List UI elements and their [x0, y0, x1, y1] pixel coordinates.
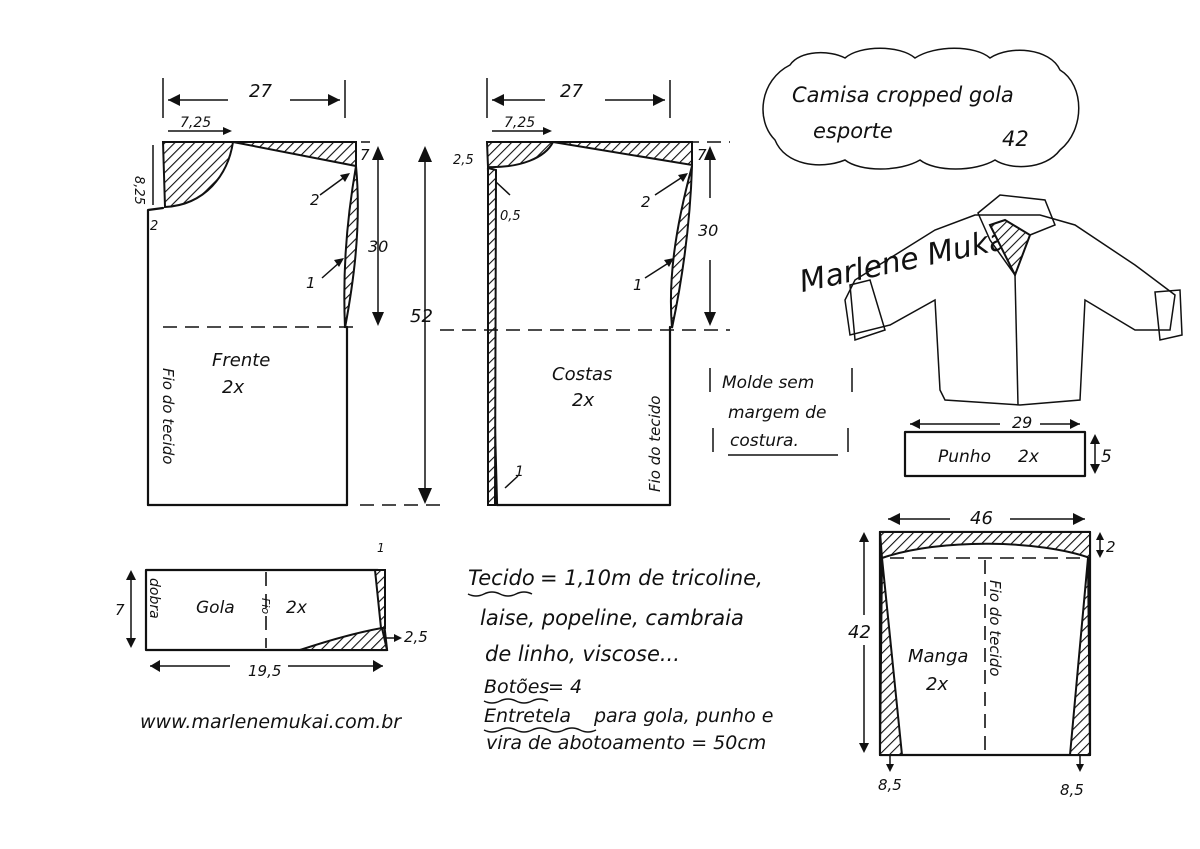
back-pattern-piece: 27 7,25 2,5 0,5 7 2 1 1 30 Costas 2x Fio… [440, 78, 730, 507]
sleeve-cap-height-label: 2 [1106, 538, 1116, 556]
front-pattern-piece: 27 7,25 8,25 2 7 2 1 30 52 Frente 2x Fio… [131, 78, 440, 507]
sleeve-hem-left-label: 8,5 [878, 776, 902, 794]
back-piece-count: 2x [572, 390, 594, 411]
fabric-line2: laise, popeline, cambraia [480, 606, 744, 630]
front-grain-label: Fio do tecido [159, 368, 177, 464]
front-neck-width-label: 7,25 [180, 115, 211, 131]
front-neck-depth-label: 8,25 [131, 176, 146, 205]
back-hem-mark-label: 1 [515, 464, 524, 480]
cuff-height-label: 5 [1101, 447, 1112, 467]
front-dart-mark-label: 1 [306, 274, 316, 292]
sleeve-length-label: 42 [848, 622, 871, 643]
front-piece-name: Frente [212, 350, 270, 371]
back-neck-depth-label: 2,5 [453, 153, 474, 168]
fabric-line1: = 1,10m de tricoline, [540, 566, 763, 590]
garment-sketch [844, 194, 1183, 406]
front-width-label: 27 [249, 81, 272, 102]
fabric-label: Tecido [468, 566, 535, 590]
cuff-pattern-piece: 29 5 Punho 2x [903, 413, 1112, 478]
sleeve-pattern-piece: 46 2 42 Manga 2x Fio do tecido 8,5 8,5 [848, 508, 1116, 799]
back-shoulder-mark-label: 2 [641, 193, 651, 211]
sleeve-piece-count: 2x [926, 674, 948, 695]
sleeve-grain-label: Fio do tecido [986, 580, 1004, 676]
back-dart-mark-label: 1 [633, 276, 643, 294]
cuff-piece-name: Punho [938, 447, 991, 467]
front-armhole-depth-label: 30 [368, 237, 388, 256]
back-armhole-depth-label: 30 [698, 221, 718, 240]
collar-point-drop-label: 2,5 [404, 628, 428, 646]
note-line2: margem de [728, 403, 826, 423]
interfacing-label: Entretela [484, 705, 571, 727]
collar-width-label: 19,5 [248, 662, 281, 680]
collar-piece-count: 2x [286, 598, 308, 618]
buttons-label: Botões [484, 676, 549, 698]
cuff-piece-count: 2x [1018, 447, 1040, 467]
seam-allowance-note: Molde sem margem de costura. [709, 368, 853, 456]
front-piece-count: 2x [222, 377, 244, 398]
collar-pattern-piece: 7 dobra Gola Fio 2x 19,5 1 2,5 [115, 541, 428, 680]
signature: Marlene Mukai [796, 220, 1019, 300]
front-shoulder-mark-label: 2 [310, 191, 320, 209]
back-grain-label: Fio do tecido [646, 396, 664, 492]
back-neck-mark-label: 0,5 [500, 209, 521, 224]
note-line3: costura. [730, 431, 799, 451]
note-line1: Molde sem [722, 373, 814, 393]
collar-tip-offset-label: 1 [377, 541, 385, 555]
sleeve-hem-right-label: 8,5 [1060, 781, 1084, 799]
collar-grain-label: Fio [259, 598, 272, 614]
front-shoulder-drop-label: 7 [360, 146, 370, 164]
back-width-label: 27 [560, 81, 583, 102]
front-length-label: 52 [410, 306, 433, 327]
back-piece-name: Costas [552, 364, 612, 385]
collar-piece-name: Gola [196, 598, 235, 618]
title-size: 42 [1002, 127, 1029, 151]
interfacing-line1: para gola, punho e [593, 705, 773, 727]
buttons-value: = 4 [548, 676, 582, 698]
sleeve-width-label: 46 [970, 508, 993, 529]
fabric-line3: de linho, viscose... [485, 642, 680, 666]
collar-height-label: 7 [115, 601, 125, 619]
materials-text: Tecido = 1,10m de tricoline, laise, pope… [467, 566, 773, 754]
title-line1: Camisa cropped gola [792, 83, 1014, 107]
sleeve-piece-name: Manga [908, 646, 968, 667]
title-cloud: Camisa cropped gola esporte 42 [762, 47, 1080, 170]
back-neck-width-label: 7,25 [504, 115, 535, 131]
back-shoulder-drop-label: 7 [697, 146, 707, 164]
interfacing-line2: vira de abotoamento = 50cm [486, 732, 766, 754]
front-side-offset-label: 2 [150, 219, 158, 234]
title-line2: esporte [813, 119, 893, 143]
website-link[interactable]: www.marlenemukai.com.br [140, 711, 402, 733]
collar-fold-label: dobra [146, 578, 162, 619]
cuff-width-label: 29 [1012, 413, 1032, 432]
